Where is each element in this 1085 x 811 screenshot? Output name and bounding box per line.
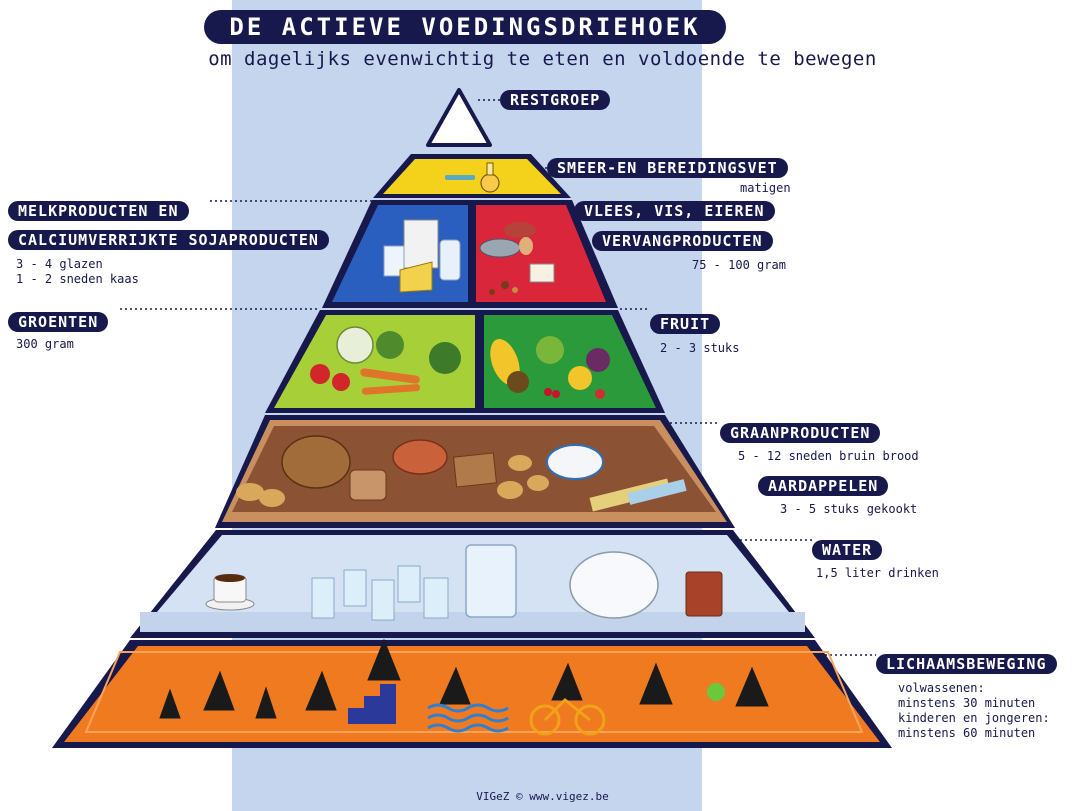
- muesli-bowl-icon: [392, 439, 448, 475]
- oil-bottle-icon: [480, 173, 500, 193]
- tea-glass-icon: [685, 571, 723, 617]
- beweging-note-line2: minstens 30 minuten: [898, 696, 1036, 710]
- melk-label-line2: CALCIUMVERRIJKTE SOJAPRODUCTEN: [8, 230, 329, 250]
- smeer-label: SMEER-EN BEREIDINGSVET: [547, 158, 788, 178]
- bread-loaf-icon: [281, 435, 351, 489]
- beweging-note-line1: volwassenen:: [898, 681, 985, 695]
- water-illustration: [205, 544, 723, 621]
- vlees-illustration: [479, 222, 555, 295]
- melk-label-line1: MELKPRODUCTEN EN: [8, 201, 189, 221]
- carrot-icon: [360, 368, 420, 384]
- vlees-label-line2: VERVANGPRODUCTEN: [592, 231, 773, 251]
- lettuce-icon: [376, 331, 404, 359]
- cheese-icon: [399, 261, 433, 293]
- meat-icon: [504, 222, 536, 238]
- kiwi-icon: [507, 371, 529, 393]
- milk-carton-icon: [403, 219, 439, 269]
- page-title: DE ACTIEVE VOEDINGSDRIEHOEK: [204, 10, 726, 44]
- tofu-icon: [529, 263, 555, 283]
- egg-icon: [519, 237, 533, 255]
- water-jug-icon: [465, 544, 517, 618]
- rice-bowl-icon: [546, 444, 604, 480]
- melk-note-line2: 1 - 2 sneden kaas: [16, 272, 139, 286]
- fish-icon: [479, 238, 521, 258]
- melk-note-line1: 3 - 4 glazen: [16, 257, 103, 271]
- beweging-note-line4: minstens 60 minuten: [898, 726, 1036, 740]
- groenten-illustration: [310, 326, 461, 395]
- cauliflower-icon: [336, 326, 374, 364]
- fruit-illustration: [490, 336, 610, 399]
- water-glass-icon: [311, 577, 335, 619]
- apple-icon: [536, 336, 564, 364]
- plum-icon: [586, 348, 610, 372]
- beweging-note-line3: kinderen en jongeren:: [898, 711, 1050, 725]
- potato-icon: [508, 455, 532, 471]
- water-note: 1,5 liter drinken: [816, 566, 939, 580]
- vlees-label-line1: VLEES, VIS, EIEREN: [574, 201, 775, 221]
- aardappelen-label: AARDAPPELEN: [758, 476, 889, 496]
- smeer-illustration: [445, 162, 500, 193]
- restgroep-triangle: [426, 88, 492, 147]
- graan-note: 5 - 12 sneden bruin brood: [738, 449, 919, 463]
- broccoli-icon: [429, 342, 461, 374]
- groenten-note: 300 gram: [16, 337, 74, 351]
- groenten-layer: [274, 315, 475, 408]
- fruit-note: 2 - 3 stuks: [660, 341, 740, 355]
- groenten-label: GROENTEN: [8, 312, 109, 332]
- butter-knife-icon: [445, 175, 475, 180]
- beweging-label: LICHAAMSBEWEGING: [876, 654, 1057, 674]
- crackers-icon: [452, 452, 498, 488]
- milk-bottle-icon: [439, 239, 461, 281]
- graan-label: GRAANPRODUCTEN: [720, 423, 881, 443]
- waves-icon: [427, 703, 509, 733]
- beweging-layer-inner: [84, 651, 864, 733]
- footer-credit: VIGeZ © www.vigez.be: [476, 790, 609, 803]
- fruit-label: FRUIT: [650, 314, 721, 334]
- bread-slices-icon: [349, 469, 387, 501]
- restgroep-label: RESTGROEP: [500, 90, 611, 110]
- smeer-note: matigen: [740, 181, 791, 195]
- vlees-note: 75 - 100 gram: [692, 258, 786, 272]
- tennis-ball-icon: [707, 683, 725, 701]
- aardappelen-note: 3 - 5 stuks gekookt: [780, 502, 918, 516]
- stairs-icon: [348, 684, 396, 724]
- milk-glass-icon: [383, 245, 405, 277]
- figure-icon: [159, 688, 181, 719]
- bicycle-icon: [529, 697, 606, 736]
- water-label: WATER: [812, 540, 883, 560]
- tomato-icon: [310, 364, 330, 384]
- water-layer-shelf: [140, 612, 805, 632]
- teapot-icon: [569, 551, 659, 619]
- beweging-illustration: [159, 638, 769, 736]
- graan-illustration: [236, 435, 687, 512]
- lemon-icon: [568, 366, 592, 390]
- page-subtitle: om dagelijks evenwichtig te eten en vold…: [208, 48, 877, 70]
- melk-illustration: [383, 219, 461, 293]
